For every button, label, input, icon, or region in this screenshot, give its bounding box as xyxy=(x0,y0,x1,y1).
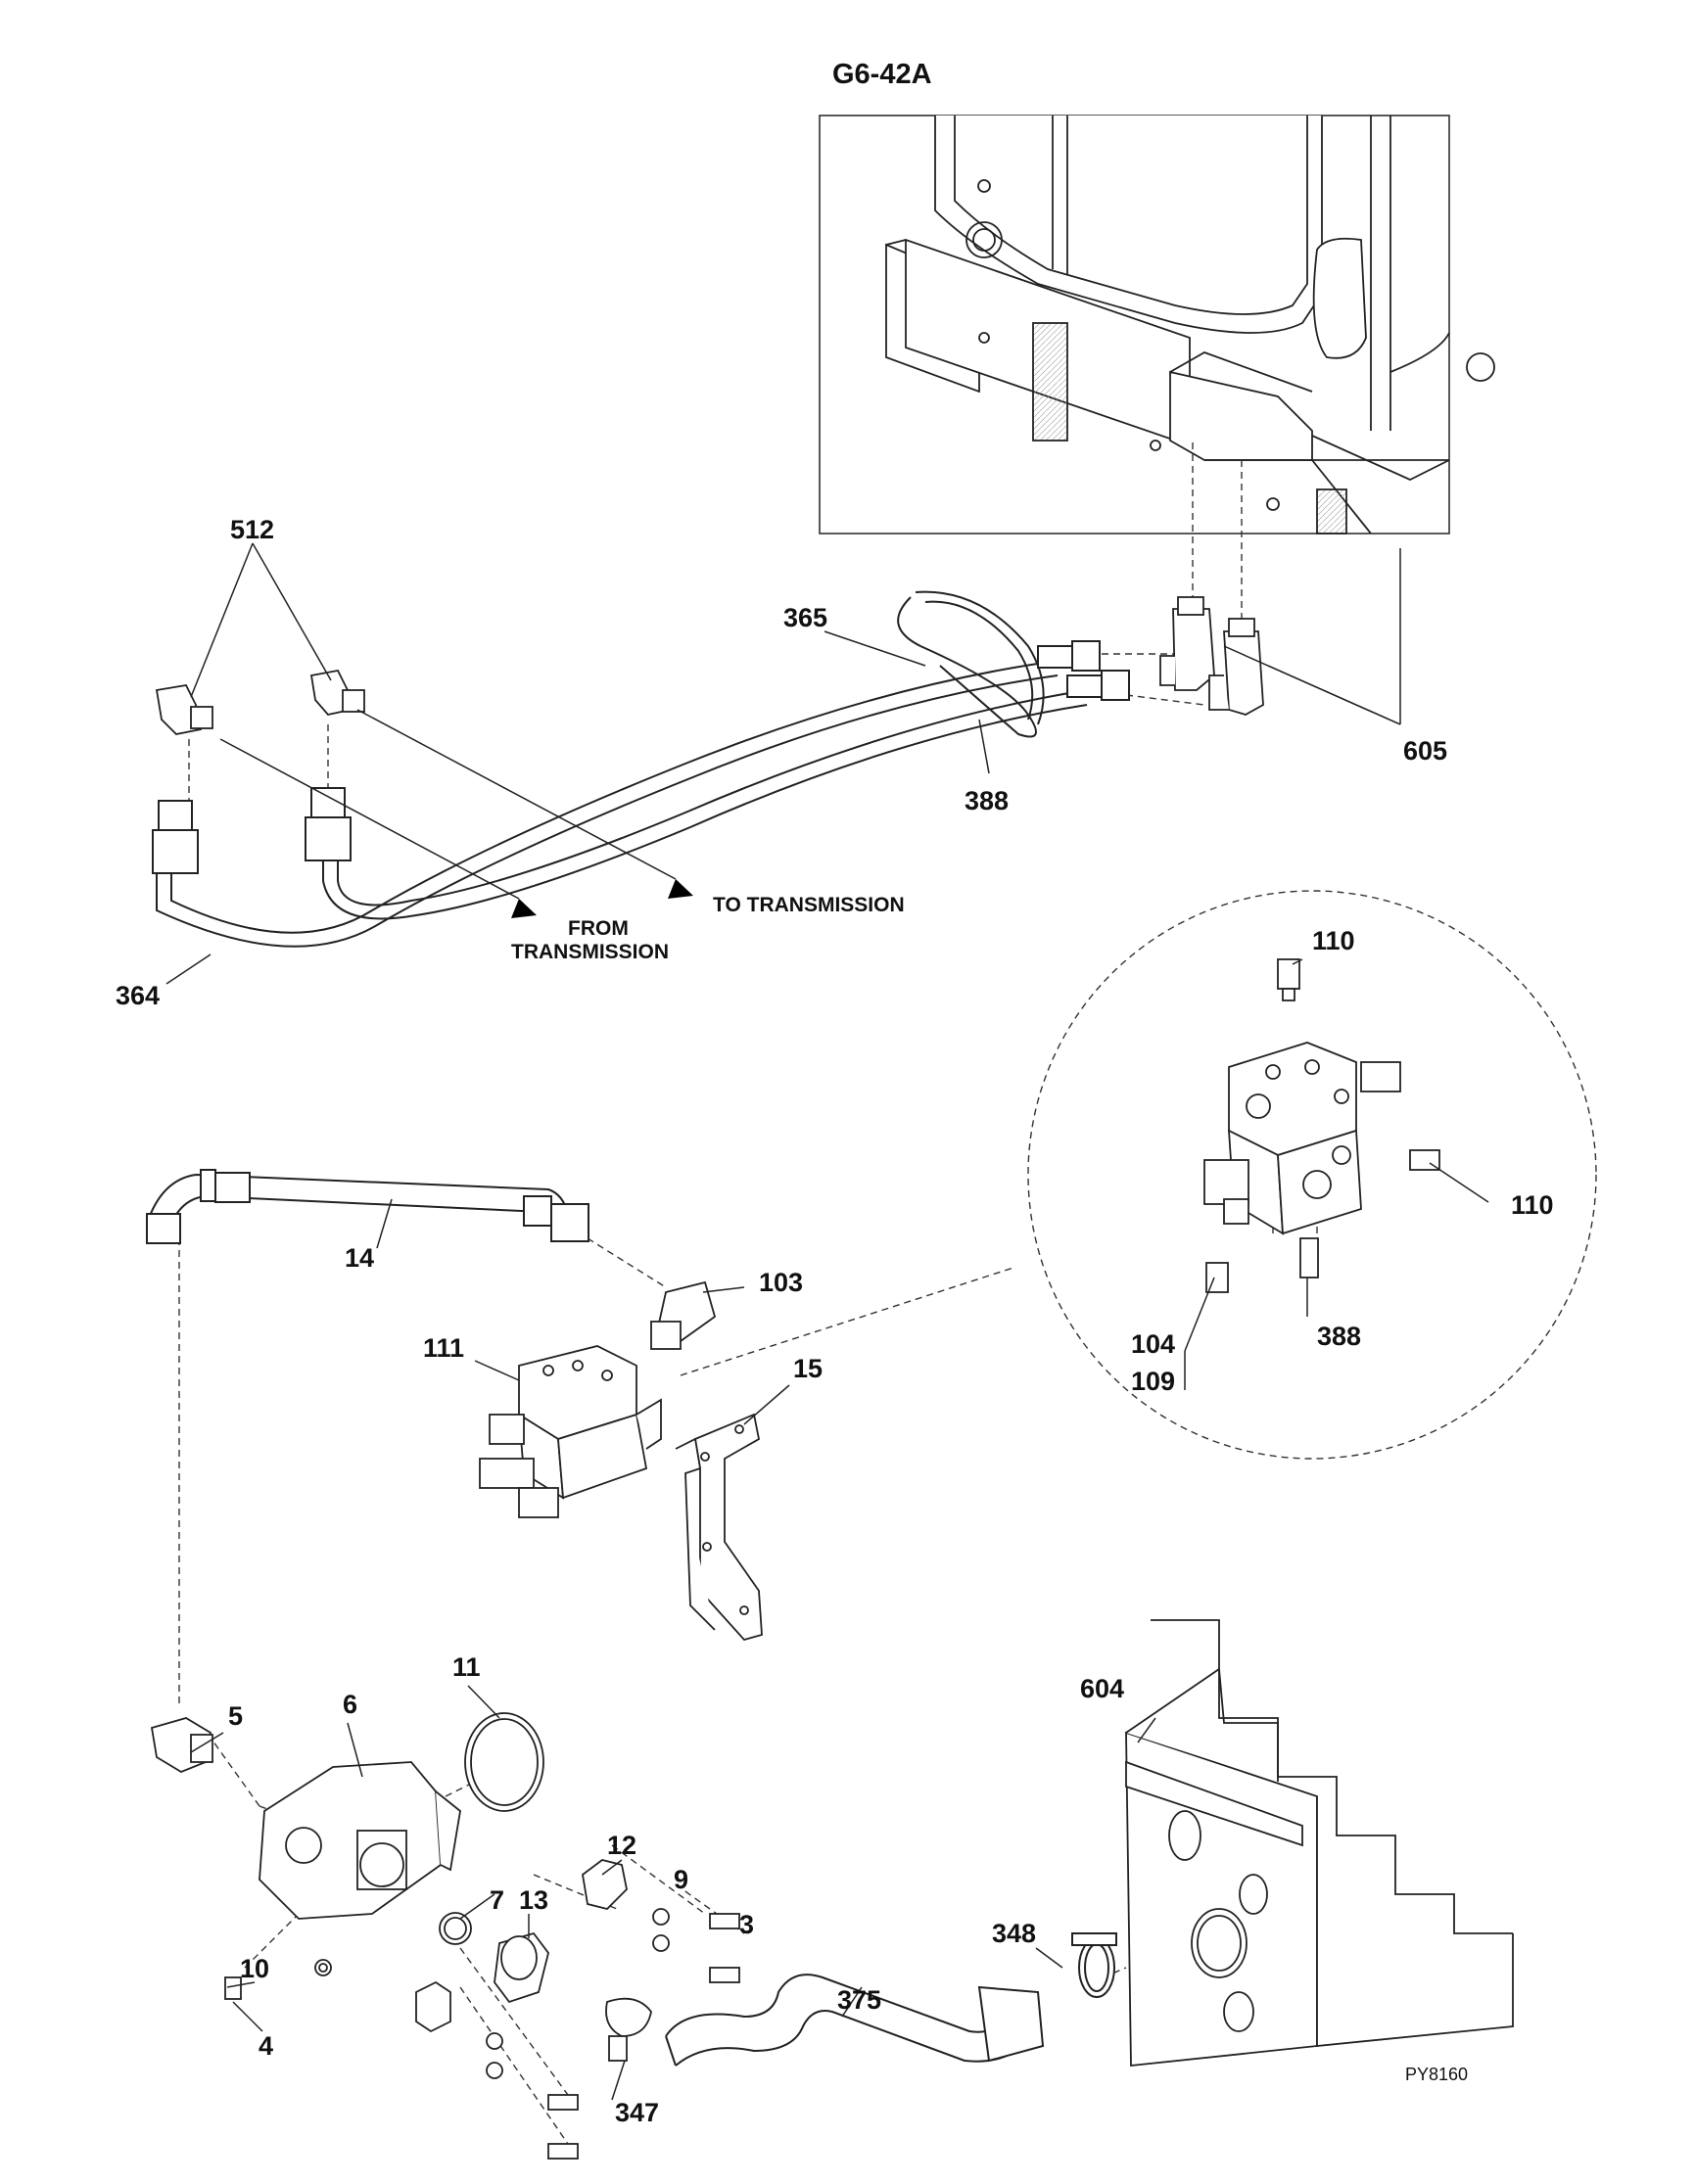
cooler-inset-view xyxy=(819,115,1495,534)
from-transmission-arrow xyxy=(511,899,537,918)
callout-388: 388 xyxy=(965,786,1010,815)
callout-103: 103 xyxy=(759,1268,804,1297)
note-from-transmission-1: FROM xyxy=(568,917,629,940)
callout-6: 6 xyxy=(343,1690,358,1719)
callout-9: 9 xyxy=(674,1865,689,1894)
note-to-transmission: TO TRANSMISSION xyxy=(713,894,905,916)
callout-15: 15 xyxy=(793,1354,824,1383)
fittings-605 xyxy=(1159,596,1264,716)
callout-13: 13 xyxy=(519,1885,549,1915)
leader-lines xyxy=(165,542,1489,2101)
callout-14: 14 xyxy=(345,1243,375,1273)
callout-104: 104 xyxy=(1131,1329,1176,1359)
figure-title: G6-42A xyxy=(832,59,932,90)
to-transmission-arrow xyxy=(668,879,693,899)
callout-512: 512 xyxy=(230,515,275,544)
callout-111: 111 xyxy=(423,1333,465,1363)
valve-detail-circle xyxy=(1027,890,1597,1460)
hose-assemblies xyxy=(152,590,1130,948)
reference-code: PY8160 xyxy=(1405,2065,1469,2084)
callout-10: 10 xyxy=(240,1954,270,1983)
bracket-15 xyxy=(675,1413,763,1642)
callout-110: 110 xyxy=(1312,926,1355,955)
valve-block-111 xyxy=(479,1280,717,1518)
callout-7: 7 xyxy=(490,1885,505,1915)
callout-388: 388 xyxy=(1317,1322,1362,1351)
flange-clamps xyxy=(415,1859,740,2160)
elbow-fittings-512 xyxy=(155,669,365,735)
pump-assembly-6 xyxy=(150,1712,544,2000)
hydraulic-tank-604 xyxy=(1125,1619,1514,2067)
suction-hose-375 xyxy=(665,1932,1117,2067)
callout-347: 347 xyxy=(615,2098,660,2127)
callout-375: 375 xyxy=(837,1985,882,2015)
note-from-transmission-2: TRANSMISSION xyxy=(511,941,670,963)
callout-5: 5 xyxy=(228,1701,244,1731)
callout-604: 604 xyxy=(1080,1674,1125,1703)
direction-arrows xyxy=(511,879,693,918)
callout-605: 605 xyxy=(1403,736,1448,766)
callout-11: 11 xyxy=(452,1652,481,1682)
hose-14 xyxy=(146,1169,589,1244)
callout-109: 109 xyxy=(1131,1367,1176,1396)
callout-4: 4 xyxy=(259,2031,274,2061)
callout-364: 364 xyxy=(116,981,161,1010)
callout-3: 3 xyxy=(739,1910,755,1939)
callout-348: 348 xyxy=(992,1919,1037,1948)
callout-12: 12 xyxy=(607,1831,637,1860)
callout-110: 110 xyxy=(1511,1190,1554,1220)
callout-365: 365 xyxy=(783,603,828,632)
